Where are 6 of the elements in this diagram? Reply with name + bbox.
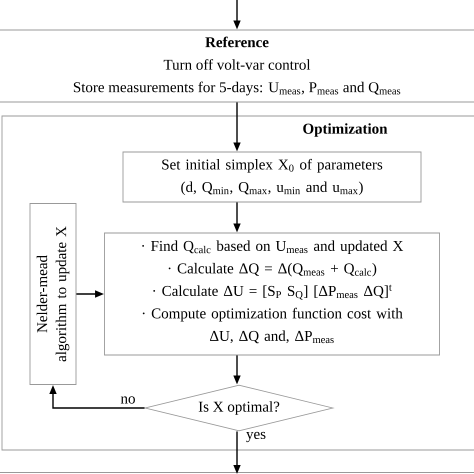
process-box: Set initial simplex X$_{0}$ of parameters (d, Q$_{min}$, Q$_{max}$, u$_{min}$ and u$_{max}$) [122, 152, 422, 202]
process-box: Nelder-mead algorithm to update X [30, 203, 76, 385]
edge-label: no [120, 395, 136, 405]
edge-label: yes [245, 430, 267, 444]
process-box: · Find Q$_{calc}$ based on U$_{meas}$ and updated X · Calculate ΔQ = Δ(Q$_{meas}$ + Q$_{calc}$) · Calculate ΔU = [S$_{P}$ S$_{Q}$] [ΔP$_{meas}$ ΔQ]$^{t}$ · Compute optimization function cost with ΔU, ΔQ and, ΔP$_{meas}$ [104, 232, 440, 356]
reference-box: Reference Turn off volt-var control Store measurements for 5-days: U$_{meas}$, P$_{meas}$ and Q$_{meas}$ [0, 30, 474, 102]
